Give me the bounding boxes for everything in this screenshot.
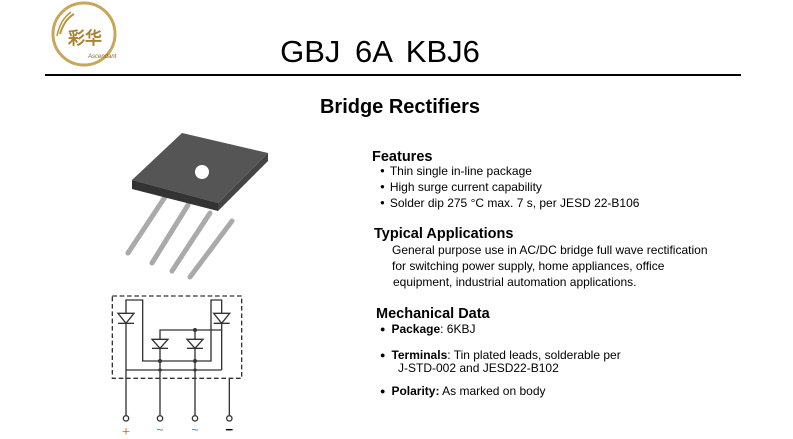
package-label: Package [391, 322, 441, 336]
svg-text:彩华: 彩华 [67, 28, 102, 49]
title-divider [45, 74, 741, 76]
applications-line: equipment, industrial automation applica… [393, 275, 637, 289]
features-heading: Features [372, 149, 433, 165]
terminals-value: : Tin plated leads, solderable per [447, 348, 621, 362]
terminals-item: Terminals: Tin plated leads, solderable … [380, 348, 621, 362]
svg-text:Ascendant: Ascendant [87, 54, 117, 60]
applications-line: for switching power supply, home applian… [392, 259, 665, 273]
terminal-ac-2: ~ [191, 423, 198, 437]
terminal-ac-1: ~ [156, 423, 163, 437]
polarity-value: As marked on body [439, 384, 546, 398]
mechanical-heading: Mechanical Data [376, 306, 490, 322]
package-value: : 6KBJ [440, 322, 476, 336]
bridge-circuit-diagram: + ~ ~ − [111, 295, 243, 438]
ascendant-logo: 彩华 Ascendant [51, 1, 117, 67]
polarity-label: Polarity: [391, 384, 440, 398]
terminal-minus: − [225, 422, 233, 437]
applications-heading: Typical Applications [374, 226, 514, 242]
terminals-line2: J-STD-002 and JESD22-B102 [398, 361, 559, 375]
feature-item: Thin single in-line package [380, 164, 532, 178]
applications-line: General purpose use in AC/DC bridge full… [392, 243, 708, 257]
feature-item: Solder dip 275 °C max. 7 s, per JESD 22-… [380, 196, 640, 210]
package-image [125, 133, 268, 280]
package-item: Package: 6KBJ [380, 322, 476, 336]
feature-item: High surge current capability [380, 180, 542, 194]
subtitle: Bridge Rectifiers [319, 96, 481, 118]
terminals-label: Terminals [391, 348, 448, 362]
page-title: GBJ 6A KBJ6 [280, 34, 480, 69]
polarity-item: Polarity: As marked on body [380, 384, 546, 398]
terminal-plus: + [122, 423, 130, 438]
